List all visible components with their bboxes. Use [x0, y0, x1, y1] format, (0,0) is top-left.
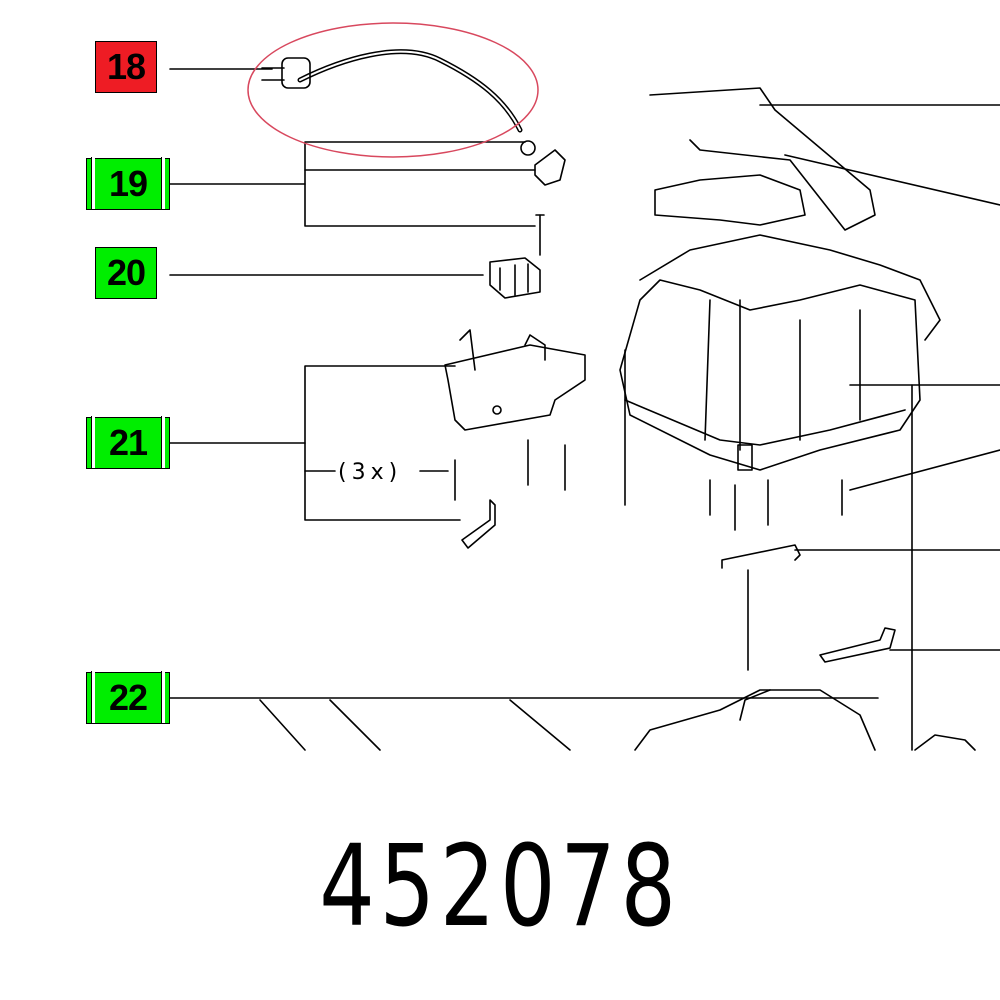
- callout-20-badge[interactable]: 20: [95, 247, 157, 299]
- callout-21-label: 21: [108, 422, 148, 463]
- housing-drawing: [619, 87, 941, 751]
- power-cord-drawing: [261, 49, 536, 156]
- callout-22-label: 22: [108, 677, 148, 718]
- callout-18-badge[interactable]: 18: [95, 41, 157, 93]
- motor-drawing: [259, 689, 976, 751]
- strain-relief-drawing: [534, 149, 566, 256]
- leader-21-bracket: [304, 365, 461, 521]
- callout-19-badge[interactable]: 19: [86, 157, 170, 210]
- quantity-note: (3x): [338, 460, 403, 485]
- part-number: 452078: [319, 822, 681, 952]
- leader-19-bracket: [304, 141, 536, 227]
- callout-20-label: 20: [106, 252, 146, 293]
- selected-part-highlight: [247, 22, 539, 158]
- leader-right-4: [849, 449, 1000, 491]
- callout-22-badge[interactable]: 22: [86, 671, 170, 724]
- callout-19-label: 19: [108, 163, 148, 204]
- callout-21-badge[interactable]: 21: [86, 416, 170, 469]
- callout-18-label: 18: [106, 46, 146, 87]
- terminal-block-drawing: [489, 257, 541, 299]
- switch-bracket-drawing: [444, 329, 586, 549]
- leader-right-2: [784, 154, 1000, 206]
